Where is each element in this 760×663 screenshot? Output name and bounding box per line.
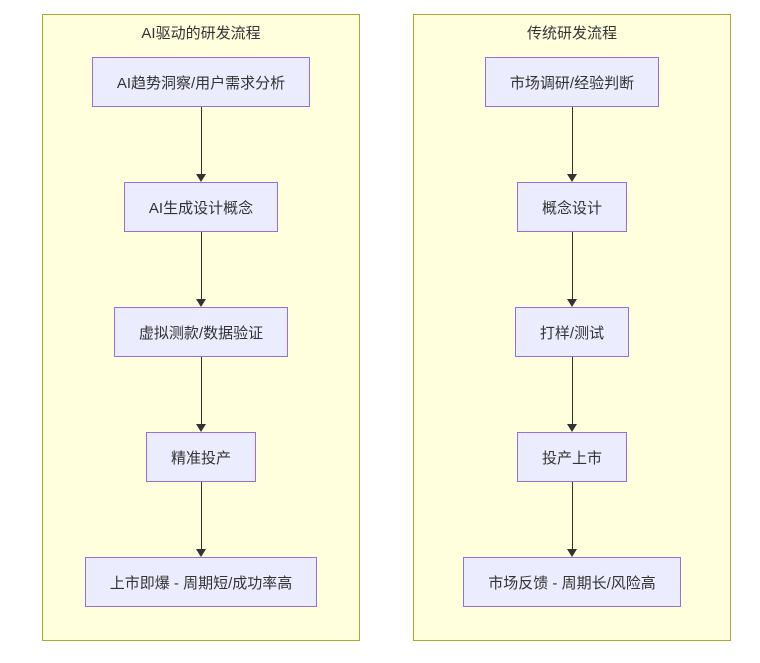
arrow-connector — [567, 107, 577, 182]
arrow-down-icon — [196, 299, 206, 307]
arrow-line — [200, 482, 202, 549]
arrow-down-icon — [567, 174, 577, 182]
flow-ai-process: AI趋势洞察/用户需求分析 AI生成设计概念 虚拟测款/数据验证 精准投产 上市… — [43, 57, 359, 607]
node-ai-design-concept: AI生成设计概念 — [123, 182, 279, 232]
node-launch-result: 上市即爆 - 周期短/成功率高 — [84, 557, 318, 607]
arrow-line — [571, 107, 573, 174]
node-virtual-testing: 虚拟测款/数据验证 — [113, 307, 289, 357]
arrow-down-icon — [567, 424, 577, 432]
node-concept-design: 概念设计 — [516, 182, 627, 232]
arrow-connector — [196, 482, 206, 557]
panel-traditional-process: 传统研发流程 市场调研/经验判断 概念设计 打样/测试 投产上市 市场反馈 — [413, 14, 731, 641]
panel-ai-process: AI驱动的研发流程 AI趋势洞察/用户需求分析 AI生成设计概念 虚拟测款/数据… — [42, 14, 360, 641]
arrow-connector — [567, 357, 577, 432]
arrow-connector — [567, 232, 577, 307]
node-sampling-testing: 打样/测试 — [514, 307, 630, 357]
node-market-feedback: 市场反馈 - 周期长/风险高 — [463, 557, 681, 607]
arrow-connector — [567, 482, 577, 557]
flow-traditional-process: 市场调研/经验判断 概念设计 打样/测试 投产上市 市场反馈 - 周期长/风险高 — [414, 57, 730, 607]
arrow-line — [571, 482, 573, 549]
arrow-line — [200, 357, 202, 424]
panel-traditional-process-title: 传统研发流程 — [526, 25, 617, 42]
arrow-connector — [196, 357, 206, 432]
arrow-line — [571, 232, 573, 299]
arrow-line — [571, 357, 573, 424]
arrow-line — [200, 107, 202, 174]
arrow-down-icon — [567, 549, 577, 557]
arrow-connector — [196, 107, 206, 182]
node-precise-production: 精准投产 — [145, 432, 256, 482]
arrow-down-icon — [196, 549, 206, 557]
arrow-down-icon — [196, 424, 206, 432]
arrow-down-icon — [196, 174, 206, 182]
node-production-launch: 投产上市 — [516, 432, 627, 482]
node-ai-insight: AI趋势洞察/用户需求分析 — [91, 57, 311, 107]
panel-ai-process-title: AI驱动的研发流程 — [141, 25, 261, 42]
node-market-research: 市场调研/经验判断 — [484, 57, 660, 107]
arrow-line — [200, 232, 202, 299]
arrow-down-icon — [567, 299, 577, 307]
arrow-connector — [196, 232, 206, 307]
